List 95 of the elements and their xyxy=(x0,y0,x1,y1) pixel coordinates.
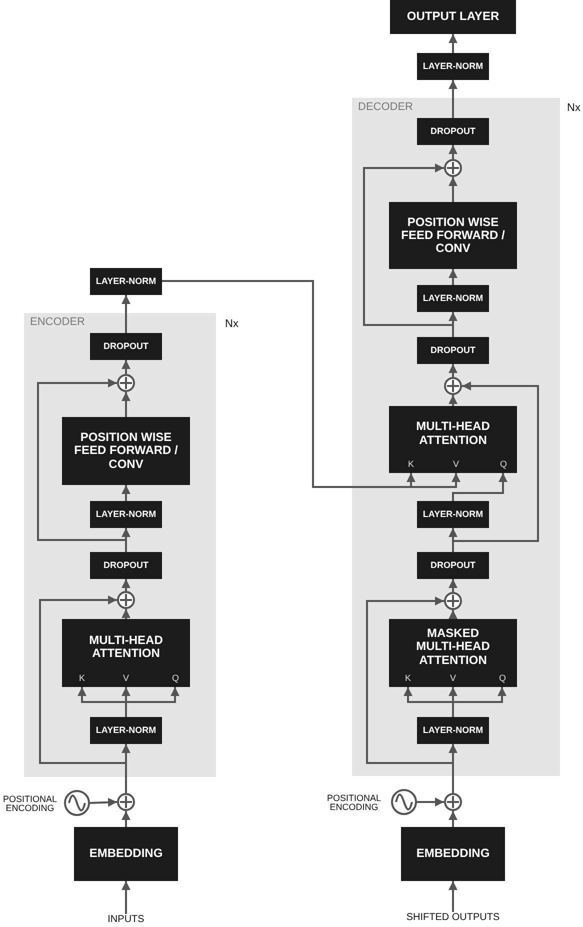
add-circle xyxy=(117,793,135,811)
box-label: OUTPUT LAYER xyxy=(406,10,500,24)
box-label: MASKED MULTI-HEAD ATTENTION xyxy=(415,627,491,667)
layer-norm-box xyxy=(90,268,162,295)
box-label: POSITION WISE FEED FORWARD / CONV xyxy=(73,431,179,471)
box-label: DROPOUT xyxy=(430,346,476,356)
port-label: V xyxy=(450,674,456,683)
panel-label: DECODER xyxy=(358,101,414,113)
box-label: LAYER-NORM xyxy=(96,510,156,520)
arrow xyxy=(122,609,130,619)
box-label: LAYER-NORM xyxy=(96,276,156,286)
embedding-box xyxy=(74,827,178,881)
port-label: K xyxy=(79,674,86,683)
node-caption: Nx xyxy=(567,103,580,115)
node-caption: Nx xyxy=(225,319,238,331)
add-circle xyxy=(117,591,135,609)
arrow xyxy=(122,579,130,591)
arrow xyxy=(448,610,458,619)
dropout-box xyxy=(417,337,489,364)
node-caption: POSITIONAL ENCODING xyxy=(2,795,58,814)
arrow xyxy=(448,177,458,202)
output-layer-box xyxy=(390,0,516,34)
arrow xyxy=(122,295,130,333)
add-circle xyxy=(444,592,462,610)
arrow xyxy=(448,34,458,53)
arrow xyxy=(122,392,130,417)
arrow xyxy=(448,881,458,912)
port-label: V xyxy=(453,460,460,469)
port-label: Q xyxy=(172,674,180,683)
arrow xyxy=(448,145,458,159)
arrow xyxy=(452,473,508,501)
encoder-panel xyxy=(24,313,216,777)
box-label: MULTI-HEAD ATTENTION xyxy=(415,420,491,447)
box-label: LAYER-NORM xyxy=(422,62,484,72)
arrow xyxy=(122,811,130,827)
decoder-panel xyxy=(352,98,560,776)
box-label: DROPOUT xyxy=(104,342,148,352)
attention-box xyxy=(389,406,517,473)
add-circle xyxy=(444,377,462,395)
input-label: INPUTS xyxy=(96,914,156,927)
add-circle xyxy=(444,793,462,811)
feed-forward-box xyxy=(62,417,190,485)
box-label: DROPOUT xyxy=(430,126,476,136)
arrow xyxy=(448,579,458,592)
sine-wave-circle xyxy=(391,789,417,815)
arrow xyxy=(452,382,539,552)
arrow xyxy=(448,364,458,377)
panel-label: ENCODER xyxy=(30,316,86,328)
box-label: POSITION WISE FEED FORWARD / CONV xyxy=(400,216,506,256)
attention-box xyxy=(62,619,190,687)
box-label: MULTI-HEAD ATTENTION xyxy=(88,634,164,660)
port-label: K xyxy=(408,460,414,469)
layer-norm-box xyxy=(90,501,162,528)
add-circle xyxy=(117,374,135,392)
arrow xyxy=(122,485,130,501)
dropout-box xyxy=(90,333,162,360)
box-label: EMBEDDING xyxy=(416,847,490,861)
dropout-box xyxy=(90,552,162,579)
arrow xyxy=(452,687,506,717)
node-caption: POSITIONAL ENCODING xyxy=(326,794,382,813)
box-label: LAYER-NORM xyxy=(96,726,156,736)
box-label: EMBEDDING xyxy=(89,847,163,861)
port-label: Q xyxy=(499,674,506,683)
port-label: Q xyxy=(500,460,508,469)
add-circle xyxy=(444,159,462,177)
port-label: V xyxy=(123,674,130,683)
arrow xyxy=(448,80,458,118)
feed-forward-box xyxy=(389,202,517,269)
box-label: LAYER-NORM xyxy=(422,726,484,736)
arrow xyxy=(90,798,118,807)
box-label: DROPOUT xyxy=(104,560,148,570)
embedding-box xyxy=(401,827,505,881)
sine-wave-circle xyxy=(64,790,90,816)
box-label: LAYER-NORM xyxy=(422,294,484,304)
arrow xyxy=(448,269,458,285)
layer-norm-box xyxy=(417,501,489,528)
arrow xyxy=(122,360,130,374)
arrow xyxy=(417,798,444,806)
dropout-box xyxy=(417,118,489,145)
arrow xyxy=(125,687,180,717)
arrow xyxy=(448,811,458,827)
input-label: SHIFTED OUTPUTS xyxy=(403,912,503,926)
port-label: K xyxy=(405,674,412,683)
arrow xyxy=(37,378,127,552)
arrow xyxy=(448,395,458,406)
box-label: LAYER-NORM xyxy=(422,510,484,520)
dropout-box xyxy=(417,552,489,579)
layer-norm-box xyxy=(417,717,489,744)
arrow xyxy=(363,164,454,337)
attention-box xyxy=(389,619,517,687)
layer-norm-box xyxy=(417,285,489,312)
layer-norm-box xyxy=(417,53,489,80)
arrow xyxy=(122,881,130,914)
layer-norm-box xyxy=(90,717,162,744)
box-label: DROPOUT xyxy=(430,560,476,570)
